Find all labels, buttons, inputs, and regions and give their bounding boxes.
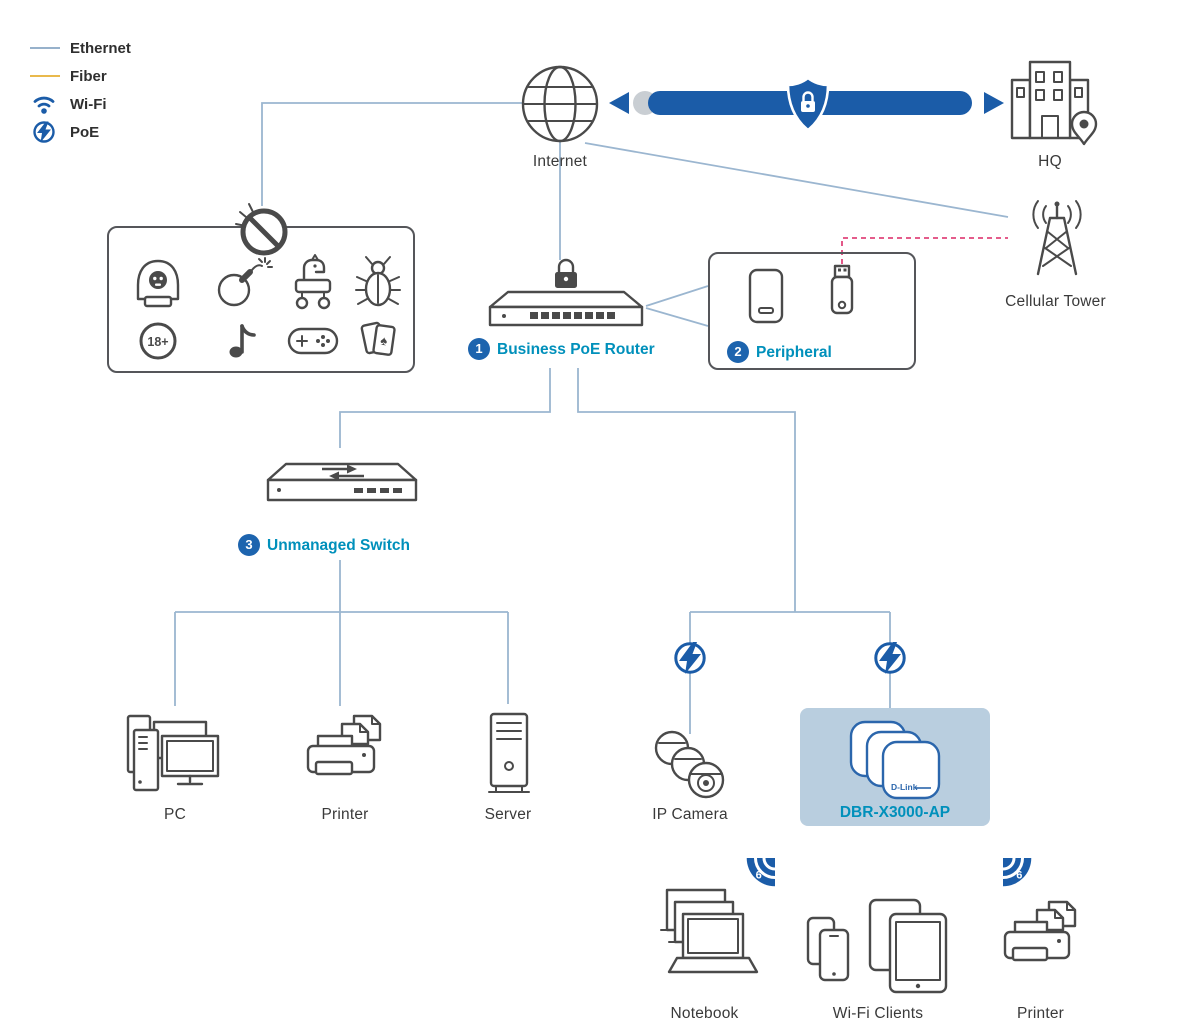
ethernet-line-sample xyxy=(30,47,60,49)
shield-lock-icon xyxy=(786,76,830,132)
wifi-icon xyxy=(33,96,55,114)
switch-icon xyxy=(266,462,418,502)
legend: Ethernet Fiber Wi-Fi PoE xyxy=(30,34,131,146)
router-number-badge: 1 xyxy=(468,338,490,360)
bomb-icon xyxy=(217,257,273,307)
server-label: Server xyxy=(484,806,532,823)
ap-label: DBR-X3000-AP xyxy=(839,804,951,821)
legend-row-ethernet: Ethernet xyxy=(30,34,131,62)
router-label: Business PoE Router xyxy=(497,341,655,358)
router-icon xyxy=(488,258,644,327)
internet-globe-icon xyxy=(521,65,599,143)
ethernet-lines xyxy=(174,102,1009,734)
legend-row-fiber: Fiber xyxy=(30,62,131,90)
wifi-clients-label: Wi-Fi Clients xyxy=(832,1005,924,1022)
cellular-dashed-link xyxy=(841,237,1008,264)
age-badge-icon: 18+ xyxy=(139,322,177,360)
server-icon xyxy=(488,712,530,793)
legend-label-fiber: Fiber xyxy=(70,67,107,85)
bug-icon xyxy=(355,256,401,307)
switch-number-badge: 3 xyxy=(238,534,260,556)
legend-label-poe: PoE xyxy=(70,123,100,141)
wifi6-number: 6 xyxy=(1016,869,1022,881)
playing-cards-icon: ♠ xyxy=(360,321,396,356)
wifi6-icon-left: 6 xyxy=(746,857,776,887)
ap-brand-text: D-Link xyxy=(891,782,918,792)
pc-icon xyxy=(126,714,220,792)
ip-camera-label: IP Camera xyxy=(652,806,728,823)
phones-icon xyxy=(806,916,850,982)
peripheral-number-badge: 2 xyxy=(727,341,749,363)
age-badge-text: 18+ xyxy=(147,335,168,349)
legend-row-poe: PoE xyxy=(30,118,131,146)
printer-bottom-icon xyxy=(1003,900,1077,962)
printer-label: Printer xyxy=(321,806,369,823)
music-note-icon xyxy=(229,324,256,358)
wifi-clients-icon xyxy=(806,898,948,994)
peripheral-box xyxy=(708,252,916,370)
poe-icon-left xyxy=(674,642,706,674)
peripheral-label: Peripheral xyxy=(756,344,832,361)
legend-label-wifi: Wi-Fi xyxy=(70,95,107,113)
cellular-tower-icon xyxy=(1032,200,1082,276)
cellular-tower-label: Cellular Tower xyxy=(1005,293,1106,310)
game-controller-icon xyxy=(287,327,339,355)
legend-label-ethernet: Ethernet xyxy=(70,39,131,57)
switch-label: Unmanaged Switch xyxy=(267,537,410,554)
printer-icon xyxy=(306,714,382,776)
hacker-icon xyxy=(136,259,180,308)
usb-stick-icon xyxy=(830,264,854,315)
internet-label: Internet xyxy=(532,153,588,170)
prohibited-icon xyxy=(235,203,288,256)
pc-label: PC xyxy=(164,806,186,823)
hq-building-icon xyxy=(1010,60,1098,146)
printer-bottom-label: Printer xyxy=(1016,1005,1065,1022)
hard-drive-icon xyxy=(748,268,784,324)
wifi6-number: 6 xyxy=(756,869,762,881)
poe-icon-right xyxy=(874,642,906,674)
card-spade-text: ♠ xyxy=(379,333,388,349)
notebook-icon xyxy=(660,888,759,974)
legend-row-wifi: Wi-Fi xyxy=(30,90,131,118)
wifi6-icon-right: 6 xyxy=(1002,857,1032,887)
trojan-horse-icon xyxy=(294,254,332,310)
hq-label: HQ xyxy=(1038,153,1062,170)
ip-camera-icon xyxy=(654,730,725,799)
tablets-icon xyxy=(868,898,948,994)
fiber-line-sample xyxy=(30,75,60,77)
poe-icon xyxy=(33,121,55,143)
notebook-label: Notebook xyxy=(670,1005,739,1022)
ap-stack-icon: D-Link xyxy=(849,720,941,800)
